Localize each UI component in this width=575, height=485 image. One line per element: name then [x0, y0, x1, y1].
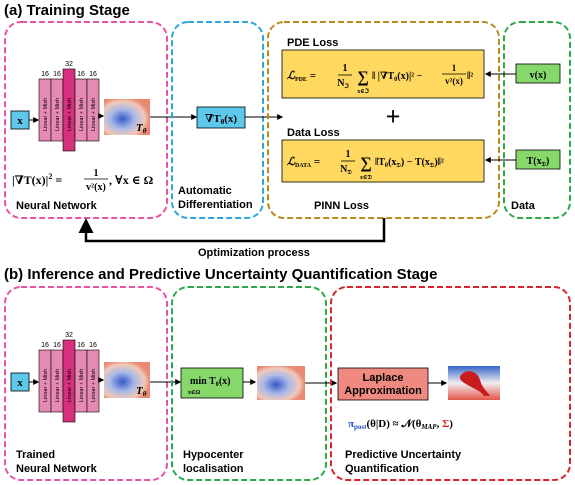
inf-layer-label-3: Linear + Mish	[67, 369, 73, 402]
layer-size-2: 16	[53, 71, 61, 78]
hypo-label-2: localisation	[183, 463, 244, 475]
data-sum-sub: x∈𝔇	[360, 174, 372, 181]
layer-size-1: 16	[41, 71, 49, 78]
data-panel	[503, 21, 571, 219]
layer-stack-a: 16 16 32 16 16 Linear + Mish Linear + Mi…	[38, 61, 100, 152]
inf-layer-label-2: Linear + Mish	[55, 369, 61, 402]
data-label: Data	[511, 200, 536, 212]
inf-layer-size-4: 16	[77, 342, 85, 349]
gradient-label: ∇Tθ(x)	[205, 113, 237, 126]
eikonal-denominator: v²(x)	[86, 182, 106, 193]
data-frac-den: N𝔇	[340, 164, 352, 176]
inf-layer-label-1: Linear + Mish	[43, 369, 49, 402]
autodiff-panel	[171, 21, 264, 219]
neural-network-label: Neural Network	[16, 200, 98, 212]
min-label: min Tθ(x)	[190, 376, 230, 388]
data-loss-title: Data Loss	[287, 127, 340, 139]
pinn-loss-label: PINN Loss	[314, 200, 369, 212]
output-T-label: Tθ	[136, 122, 147, 135]
velocity-label: v(x)	[530, 70, 547, 81]
autodiff-label-1: Automatic	[178, 185, 232, 197]
training-stage-title: (a) Training Stage	[4, 2, 130, 19]
data-sum-symbol: ∑	[360, 155, 371, 172]
hypo-label-1: Hypocenter	[183, 449, 244, 461]
inference-input-label: x	[17, 377, 23, 389]
inf-layer-size-5: 16	[89, 342, 97, 349]
layer-size-5: 16	[89, 71, 97, 78]
pde-inner-den: v²(x)	[445, 76, 463, 86]
puq-label-1: Predictive Uncertainty	[345, 449, 462, 461]
inf-layer-label-4: Linear + Mish	[79, 369, 85, 402]
layer-stack-b: 16 16 32 16 16 Linear + Mish Linear + Mi…	[38, 332, 100, 423]
data-loss-box	[281, 139, 485, 183]
pde-loss-title: PDE Loss	[287, 37, 338, 49]
pinn-loss-panel	[267, 21, 500, 219]
pde-inner-num: 1	[452, 63, 457, 73]
inf-layer-size-3: 32	[65, 332, 73, 339]
observed-times-label: T(x𝔇)	[527, 156, 550, 168]
inference-stage-title: (b) Inference and Predictive Uncertainty…	[4, 266, 437, 283]
min-sub: x∈Ω	[188, 390, 200, 396]
hypocenter-field	[257, 366, 305, 400]
trained-label-1: Trained	[16, 449, 55, 461]
data-loss-body: ‖Tθ(x𝔇) − T(x𝔇)‖²	[375, 157, 444, 169]
layer-label-5: Linear + Mish	[91, 98, 97, 131]
inference-travel-time-field	[104, 362, 150, 398]
trained-label-2: Neural Network	[16, 463, 98, 475]
uncertainty-panel	[330, 286, 571, 481]
trained-network-panel	[4, 286, 168, 481]
data-frac-num: 1	[346, 149, 351, 160]
layer-label-1: Linear + Mish	[43, 98, 49, 131]
layer-label-3: Linear + Mish	[67, 98, 73, 131]
uncertainty-cloud	[459, 371, 490, 396]
min-box	[180, 367, 244, 399]
inf-layer-size-2: 16	[53, 342, 61, 349]
eikonal-tail: , ∀x ∈ Ω	[109, 173, 154, 187]
inf-layer-size-1: 16	[41, 342, 49, 349]
laplace-label-1: Laplace	[363, 372, 404, 384]
pde-loss-name: ℒPDE =	[287, 70, 316, 83]
autodiff-label-2: Differentiation	[178, 199, 253, 211]
layer-label-4: Linear + Mish	[79, 98, 85, 131]
laplace-box	[337, 367, 429, 401]
pde-loss-body: ‖ |∇Tθ(x)|² −	[372, 71, 423, 83]
eikonal-numerator: 1	[94, 168, 99, 179]
optimization-label: Optimization process	[198, 247, 310, 259]
posterior-equation: πpost(θ|D) ≈ 𝒩(θMAP, Σ)	[348, 418, 453, 431]
pde-loss-close: ‖²	[467, 71, 473, 82]
pde-sum-sub: x∈ℑ	[357, 88, 369, 95]
eikonal-equation: |∇T(x)|2 =	[12, 172, 62, 187]
travel-time-field	[104, 99, 150, 135]
data-loss-name: ℒDATA =	[287, 156, 320, 169]
laplace-label-2: Approximation	[344, 385, 422, 397]
input-x-label: x	[17, 115, 23, 127]
optimization-arrow	[78, 218, 386, 243]
pde-frac-num: 1	[343, 63, 348, 74]
pde-sum-symbol: ∑	[357, 69, 368, 86]
layer-size-3: 32	[65, 61, 73, 68]
pde-frac-den: Nℑ	[337, 78, 349, 90]
layer-label-2: Linear + Mish	[55, 98, 61, 131]
plus-sign: +	[386, 102, 401, 131]
inference-output-T: Tθ	[136, 385, 147, 398]
puq-label-2: Quantification	[345, 463, 419, 475]
inf-layer-label-5: Linear + Mish	[91, 369, 97, 402]
layer-size-4: 16	[77, 71, 85, 78]
